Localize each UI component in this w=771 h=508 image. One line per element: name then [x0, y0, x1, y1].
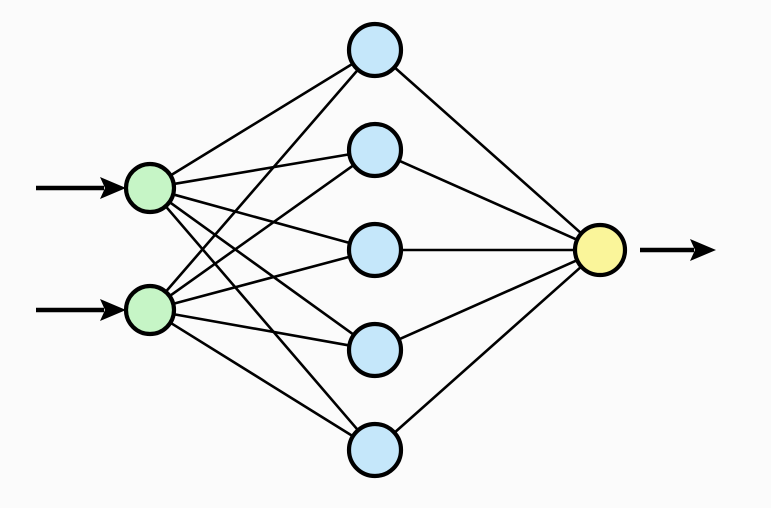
edge-h-5-to-out-1: [392, 264, 584, 435]
node-out-1[interactable]: [572, 222, 628, 278]
edge-in-2-to-h-1: [163, 67, 361, 295]
edge-in-1-to-h-3: [170, 192, 353, 245]
hidden-layer: [346, 21, 404, 479]
node-in-2[interactable]: [123, 283, 177, 337]
output-layer: [572, 222, 628, 278]
edges-group: [163, 61, 584, 439]
output-arrow-1-head: [690, 239, 716, 261]
input-arrow-2-head: [100, 299, 126, 321]
edge-in-1-to-h-5: [163, 204, 361, 433]
edge-in-1-to-h-1: [168, 61, 356, 178]
edge-h-2-to-out-1: [396, 158, 580, 242]
nodes-group: [123, 21, 628, 479]
edge-h-1-to-out-1: [392, 65, 584, 236]
node-h-5[interactable]: [346, 421, 404, 479]
edge-in-2-to-h-5: [168, 320, 356, 439]
node-h-2[interactable]: [346, 121, 404, 179]
input-arrow-2: [36, 299, 126, 321]
io-arrows-group: [36, 177, 716, 321]
input-arrow-1-head: [100, 177, 126, 199]
node-h-3[interactable]: [346, 221, 404, 279]
edge-in-1-to-h-2: [171, 152, 352, 186]
edge-in-2-to-h-3: [170, 255, 353, 306]
node-h-4[interactable]: [346, 321, 404, 379]
edge-h-4-to-out-1: [396, 258, 580, 342]
node-in-1[interactable]: [123, 161, 177, 215]
input-layer: [123, 161, 177, 337]
node-h-1[interactable]: [346, 21, 404, 79]
edge-in-2-to-h-2: [167, 163, 357, 299]
edge-in-2-to-h-4: [171, 312, 352, 347]
output-arrow-1: [640, 239, 716, 261]
edge-in-1-to-h-4: [167, 200, 357, 337]
input-arrow-1: [36, 177, 126, 199]
